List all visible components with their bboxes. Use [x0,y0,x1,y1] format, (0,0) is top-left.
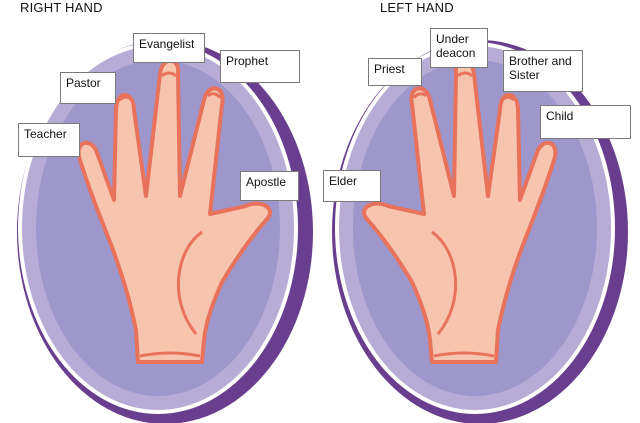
label-priest: Priest [368,58,422,86]
label-prophet: Prophet [220,50,300,83]
label-under-deacon: Under deacon [430,28,488,68]
label-pastor: Pastor [60,72,116,104]
right-hand-title: RIGHT HAND [20,0,103,15]
left-hand-title: LEFT HAND [380,0,454,15]
label-apostle: Apostle [240,171,299,201]
label-elder: Elder [323,170,381,202]
label-brother-and-sister: Brother and Sister [503,50,583,92]
label-evangelist: Evangelist [133,33,205,63]
label-child: Child [540,105,631,139]
label-teacher: Teacher [18,123,80,157]
